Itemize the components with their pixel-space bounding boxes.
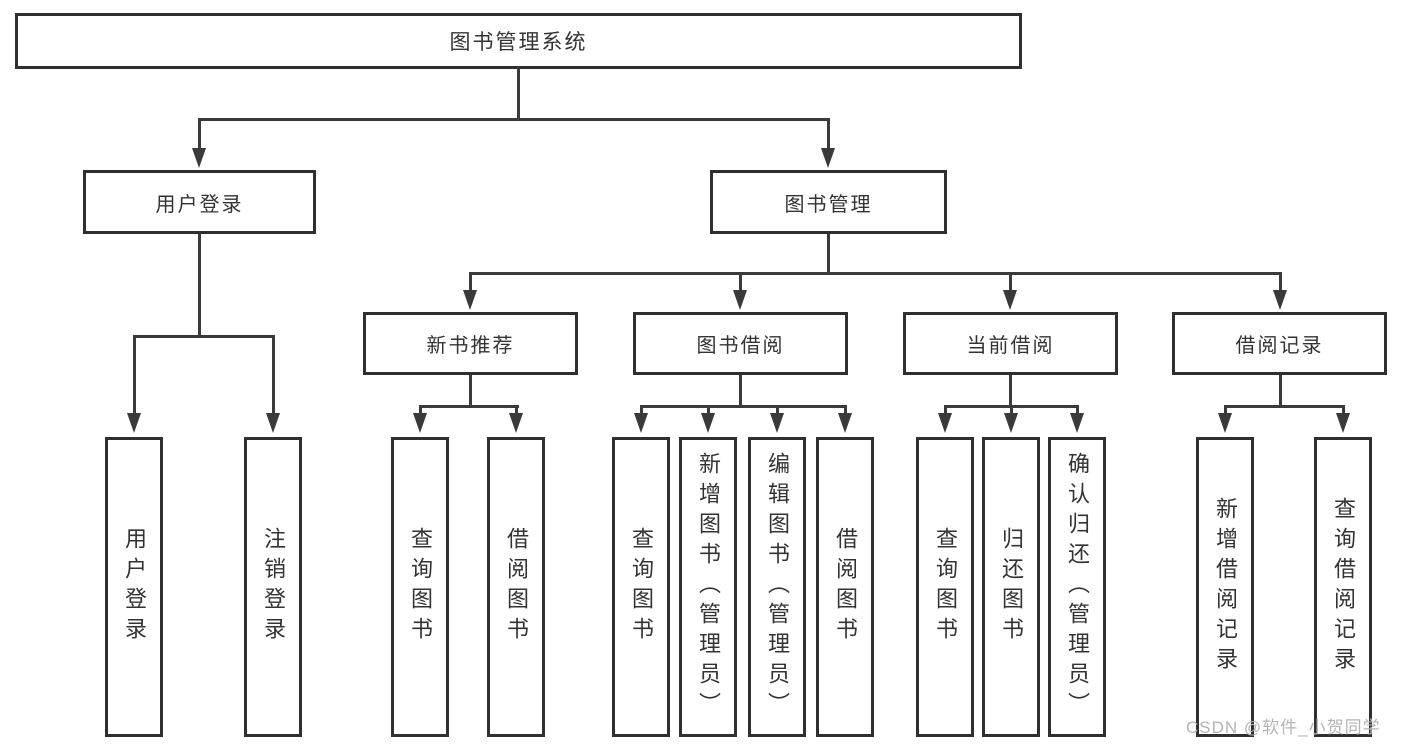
node-borrow-records: 借阅记录 — [1172, 312, 1387, 375]
leaf-borrow-book: 借阅图书 — [816, 437, 874, 737]
connector-line — [1076, 405, 1079, 417]
connector-line — [469, 272, 1282, 275]
leaf-query-book-borrow-label: 查询图书 — [629, 527, 654, 647]
leaf-add-book-admin-label: 新增图书（管理员） — [696, 452, 721, 722]
connector-line — [1279, 272, 1282, 294]
leaf-user-login-label: 用户登录 — [122, 527, 147, 647]
connector-line — [198, 118, 830, 121]
leaf-logout-label: 注销登录 — [261, 527, 286, 647]
arrowhead-down-icon — [1004, 413, 1018, 433]
arrowhead-down-icon — [1218, 413, 1232, 433]
arrowhead-down-icon — [1070, 413, 1084, 433]
leaf-query-borrow-record: 查询借阅记录 — [1314, 437, 1372, 737]
leaf-add-borrow-record-label: 新增借阅记录 — [1213, 497, 1238, 677]
leaf-query-book-borrow: 查询图书 — [612, 437, 670, 737]
arrowhead-down-icon — [1003, 290, 1017, 310]
connector-line — [133, 335, 275, 338]
arrowhead-down-icon — [701, 413, 715, 433]
arrowhead-down-icon — [733, 290, 747, 310]
connector-line — [827, 234, 830, 275]
arrowhead-down-icon — [1273, 290, 1287, 310]
connector-line — [1009, 272, 1012, 294]
arrowhead-down-icon — [838, 413, 852, 433]
leaf-confirm-return-admin: 确认归还（管理员） — [1048, 437, 1106, 737]
leaf-add-borrow-record: 新增借阅记录 — [1196, 437, 1254, 737]
leaf-borrow-book-recommend-label: 借阅图书 — [504, 527, 529, 647]
watermark: CSDN @软件_小贺同学 — [1186, 718, 1381, 737]
connector-line — [776, 405, 779, 417]
connector-line — [517, 67, 520, 120]
arrowhead-down-icon — [938, 413, 952, 433]
connector-line — [272, 335, 275, 415]
connector-line — [640, 405, 847, 408]
connector-line — [827, 118, 830, 151]
leaf-query-book-current-label: 查询图书 — [933, 527, 958, 647]
connector-line — [1009, 375, 1012, 408]
connector-line — [739, 272, 742, 294]
connector-line — [844, 405, 847, 417]
connector-line — [1342, 405, 1345, 417]
leaf-edit-book-admin-label: 编辑图书（管理员） — [765, 452, 790, 722]
connector-line — [1010, 405, 1013, 417]
arrowhead-down-icon — [266, 413, 280, 433]
connector-line — [707, 405, 710, 417]
leaf-user-login: 用户登录 — [105, 437, 163, 737]
leaf-return-book-label: 归还图书 — [999, 527, 1024, 647]
connector-line — [198, 234, 201, 338]
leaf-edit-book-admin: 编辑图书（管理员） — [748, 437, 806, 737]
arrowhead-down-icon — [127, 413, 141, 433]
leaf-return-book: 归还图书 — [982, 437, 1040, 737]
arrowhead-down-icon — [634, 413, 648, 433]
leaf-query-book-recommend-label: 查询图书 — [408, 527, 433, 647]
leaf-borrow-book-recommend: 借阅图书 — [487, 437, 545, 737]
leaf-confirm-return-admin-label: 确认归还（管理员） — [1065, 452, 1090, 722]
arrowhead-down-icon — [821, 148, 835, 168]
node-book-borrow: 图书借阅 — [633, 312, 848, 375]
connector-line — [198, 118, 201, 151]
leaf-logout: 注销登录 — [244, 437, 302, 737]
node-root: 图书管理系统 — [15, 13, 1022, 69]
connector-line — [1279, 375, 1282, 408]
leaf-query-book-current: 查询图书 — [916, 437, 974, 737]
node-new-book-recommend: 新书推荐 — [363, 312, 578, 375]
connector-line — [469, 272, 472, 294]
connector-line — [944, 405, 947, 417]
arrowhead-down-icon — [463, 290, 477, 310]
connector-line — [515, 405, 518, 417]
leaf-query-book-recommend: 查询图书 — [391, 437, 449, 737]
arrowhead-down-icon — [509, 413, 523, 433]
connector-line — [419, 405, 519, 408]
connector-line — [133, 335, 136, 415]
connector-line — [640, 405, 643, 417]
leaf-add-book-admin: 新增图书（管理员） — [679, 437, 737, 737]
node-current-borrow: 当前借阅 — [903, 312, 1118, 375]
arrowhead-down-icon — [192, 148, 206, 168]
node-book-management: 图书管理 — [710, 170, 947, 234]
node-user-login-group: 用户登录 — [83, 170, 316, 234]
connector-line — [1224, 405, 1345, 408]
connector-line — [469, 375, 472, 408]
connector-line — [1224, 405, 1227, 417]
leaf-query-borrow-record-label: 查询借阅记录 — [1331, 497, 1356, 677]
connector-line — [739, 375, 742, 408]
leaf-borrow-book-label: 借阅图书 — [833, 527, 858, 647]
arrowhead-down-icon — [770, 413, 784, 433]
connector-line — [419, 405, 422, 417]
arrowhead-down-icon — [413, 413, 427, 433]
arrowhead-down-icon — [1336, 413, 1350, 433]
